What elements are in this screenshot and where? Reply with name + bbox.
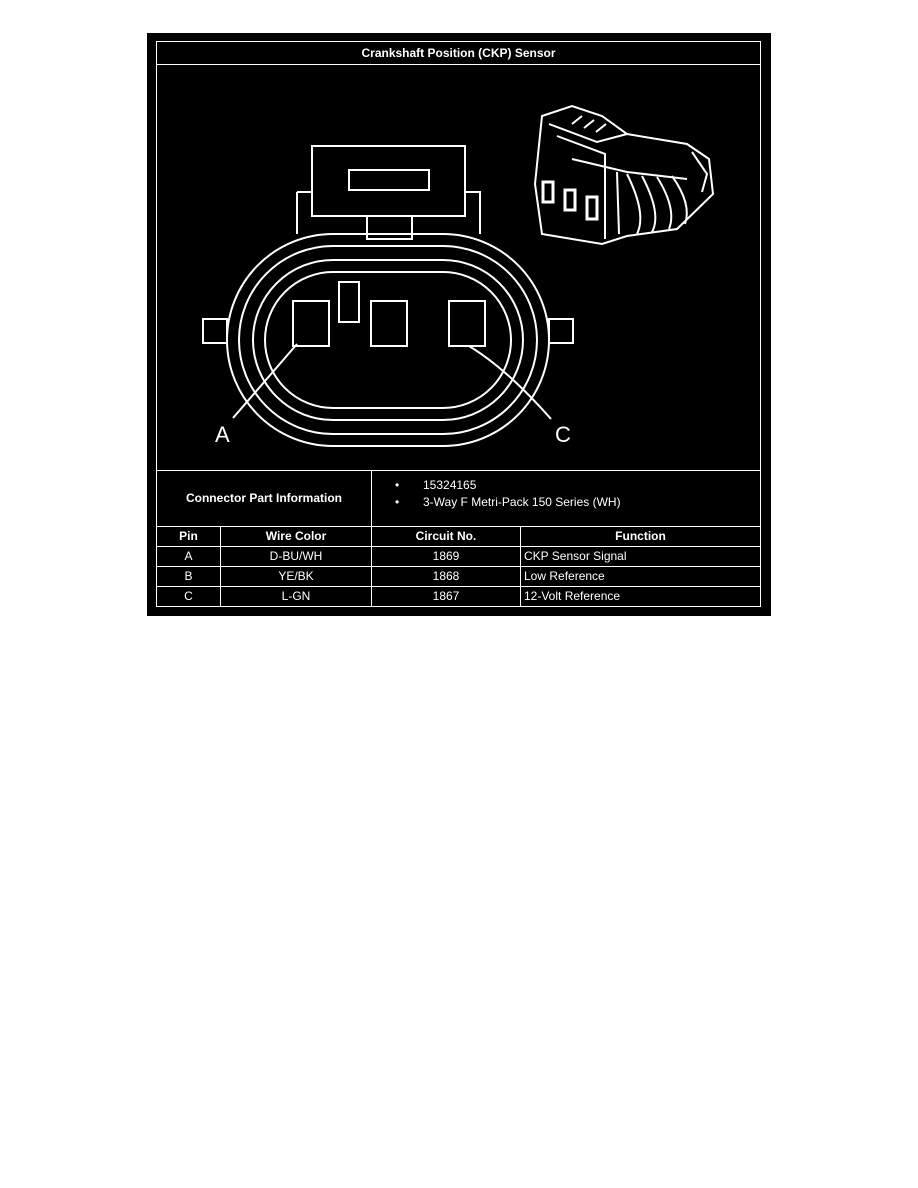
table-cell: L-GN: [281, 589, 311, 603]
table-cell: YE/BK: [278, 569, 314, 583]
polarity-key: [338, 281, 360, 323]
divider: [157, 526, 760, 527]
table-cell: 1869: [432, 549, 460, 563]
latch-tab: [366, 215, 413, 240]
connector-outer-shell-inner: [238, 245, 538, 435]
terminal-cavity-b: [370, 300, 408, 347]
divider: [157, 586, 760, 587]
connector-face-diagram: A C: [202, 104, 715, 447]
table-header: Circuit No.: [415, 529, 477, 543]
table-cell: 1868: [432, 569, 460, 583]
table-header: Pin: [179, 529, 198, 543]
table-header: Wire Color: [265, 529, 327, 543]
divider: [157, 566, 760, 567]
latch-side-wings: [296, 191, 481, 234]
table-cell: CKP Sensor Signal: [524, 549, 627, 563]
leader-line-a: [232, 343, 298, 419]
connector-seal-ring: [252, 259, 524, 421]
divider: [157, 470, 760, 471]
terminal-cavity-a: [292, 300, 330, 347]
table-cell: Low Reference: [524, 569, 605, 583]
divider: [220, 526, 221, 607]
connector-frame: Crankshaft Position (CKP) Sensor: [156, 41, 761, 607]
list-item: 3-Way F Metri-Pack 150 Series (WH): [395, 494, 621, 511]
connector-3d-view: [533, 104, 715, 246]
connector-part-information-label: Connector Part Information: [185, 491, 342, 505]
leader-line-c: [468, 345, 552, 420]
table-cell: 1867: [432, 589, 460, 603]
divider: [371, 470, 372, 526]
divider: [157, 64, 760, 65]
divider: [520, 526, 521, 607]
terminal-cavity-c: [448, 300, 486, 347]
page-title: Crankshaft Position (CKP) Sensor: [361, 46, 556, 60]
table-cell: 12-Volt Reference: [524, 589, 621, 603]
table-cell: B: [184, 569, 193, 583]
divider: [371, 526, 372, 607]
table-header: Function: [615, 529, 666, 543]
right-mounting-ear: [548, 318, 574, 344]
pin-label-c: C: [555, 422, 571, 447]
divider: [157, 546, 760, 547]
ckp-sensor-connector-panel: Crankshaft Position (CKP) Sensor: [147, 33, 771, 616]
connector-seal-ring-inner: [264, 271, 512, 409]
connector-part-information-list: 15324165 3-Way F Metri-Pack 150 Series (…: [395, 477, 621, 511]
latch-window: [348, 169, 430, 191]
pin-label-a: A: [215, 422, 230, 447]
table-cell: A: [184, 549, 193, 563]
table-cell: C: [184, 589, 193, 603]
list-item: 15324165: [395, 477, 621, 494]
left-mounting-ear: [202, 318, 228, 344]
connector-latch-housing: [311, 145, 466, 217]
table-cell: D-BU/WH: [269, 549, 323, 563]
